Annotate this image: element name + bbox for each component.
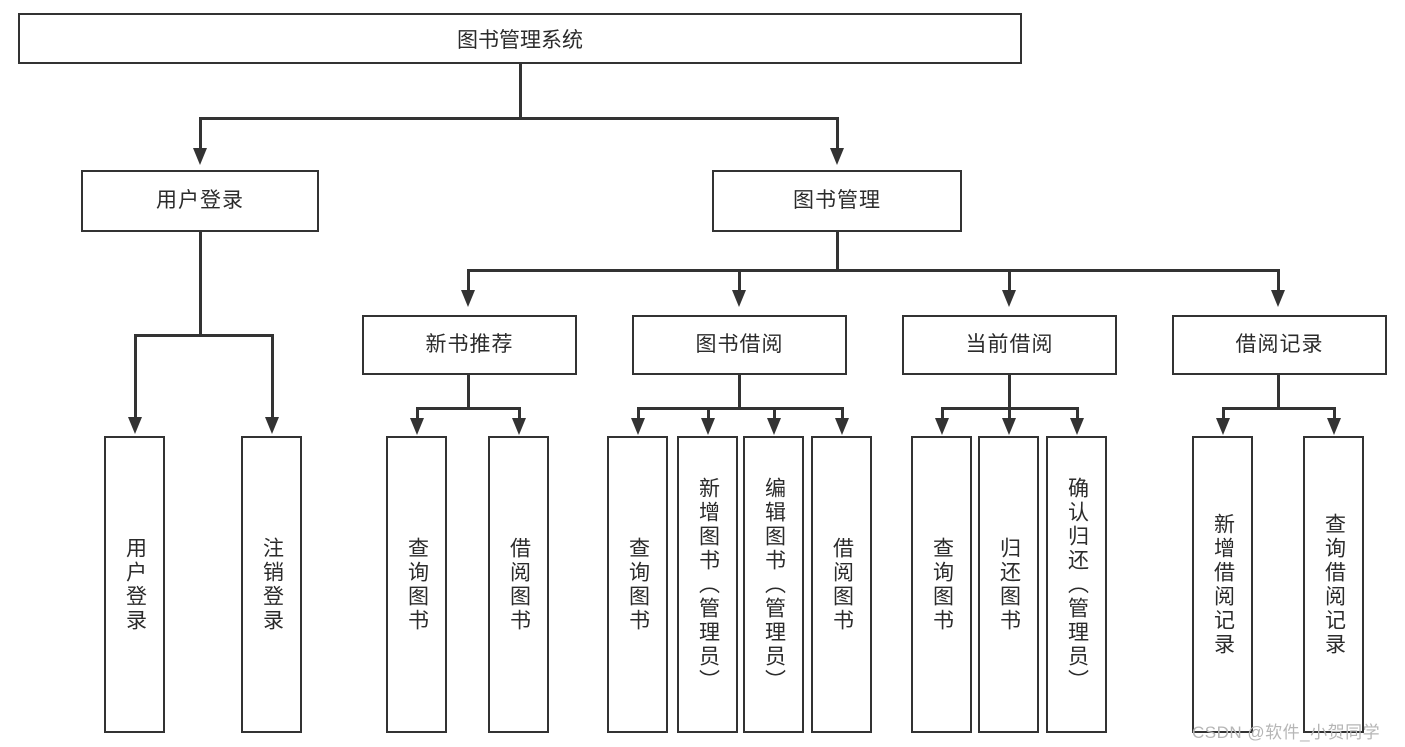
- connector-bm-to-new-book: [467, 269, 470, 291]
- node-label: 查询图书: [405, 536, 429, 633]
- node-book-borrow[interactable]: 图书借阅: [632, 315, 847, 375]
- node-label: 编辑图书（管理员）: [762, 476, 786, 693]
- node-label: 图书管理: [793, 189, 881, 213]
- connector-current-borrow-stem: [1008, 375, 1011, 409]
- connector-bm-to-current-borrow: [1008, 269, 1011, 291]
- connector-bb-to-leaf-2: [707, 407, 710, 419]
- connector-bb-to-leaf-4: [841, 407, 844, 419]
- arrow-cb-to-leaf-2: [1002, 418, 1016, 435]
- connector-book-borrow-bar: [637, 407, 843, 410]
- connector-cb-to-leaf-1: [941, 407, 944, 419]
- node-leaf-query-book-current[interactable]: 查询图书: [911, 436, 972, 733]
- arrow-bm-to-current-borrow: [1002, 290, 1016, 307]
- arrow-cb-to-leaf-1: [935, 418, 949, 435]
- connector-new-book-to-leaf-2: [518, 407, 521, 419]
- arrow-bb-to-leaf-1: [631, 418, 645, 435]
- node-label: 用户登录: [156, 189, 244, 213]
- node-leaf-edit-book[interactable]: 编辑图书（管理员）: [743, 436, 804, 733]
- node-leaf-user-login[interactable]: 用户登录: [104, 436, 165, 733]
- node-leaf-return-book[interactable]: 归还图书: [978, 436, 1039, 733]
- node-new-book-recommend[interactable]: 新书推荐: [362, 315, 577, 375]
- node-leaf-add-book[interactable]: 新增图书（管理员）: [677, 436, 738, 733]
- connector-book-borrow-stem: [738, 375, 741, 409]
- arrow-br-to-leaf-1: [1216, 418, 1230, 435]
- node-label: 注销登录: [260, 536, 284, 633]
- node-leaf-query-book-borrow[interactable]: 查询图书: [607, 436, 668, 733]
- node-borrow-record[interactable]: 借阅记录: [1172, 315, 1387, 375]
- connector-root-to-user-login: [199, 117, 202, 149]
- node-label: 图书借阅: [695, 333, 784, 357]
- connector-user-login-stem: [199, 232, 202, 336]
- watermark-credit: CSDN @软件_小贺同学: [1192, 723, 1381, 742]
- node-current-borrow[interactable]: 当前借阅: [902, 315, 1117, 375]
- arrow-new-book-to-leaf-2: [512, 418, 526, 435]
- connector-cb-to-leaf-3: [1076, 407, 1079, 419]
- node-label: 查询图书: [626, 536, 650, 633]
- connector-cb-to-leaf-2: [1008, 407, 1011, 419]
- node-label: 归还图书: [997, 536, 1021, 633]
- node-label: 新增借阅记录: [1211, 512, 1235, 657]
- node-leaf-add-borrow-record[interactable]: 新增借阅记录: [1192, 436, 1253, 733]
- arrow-bm-to-new-book: [461, 290, 475, 307]
- arrow-user-login-to-leaf-1: [128, 417, 142, 434]
- connector-user-login-to-leaf-2: [271, 334, 274, 418]
- node-label: 查询图书: [930, 536, 954, 633]
- node-label: 借阅记录: [1235, 333, 1324, 357]
- node-leaf-user-logout[interactable]: 注销登录: [241, 436, 302, 733]
- node-label: 借阅图书: [830, 536, 854, 633]
- arrow-bb-to-leaf-3: [767, 418, 781, 435]
- node-label: 新书推荐: [425, 333, 514, 357]
- connector-bm-to-borrow-record: [1277, 269, 1280, 291]
- node-label: 新增图书（管理员）: [696, 476, 720, 693]
- node-label: 查询借阅记录: [1322, 512, 1346, 657]
- node-label: 用户登录: [123, 536, 147, 633]
- node-leaf-query-book-recommend[interactable]: 查询图书: [386, 436, 447, 733]
- arrow-root-to-book-management: [830, 148, 844, 165]
- node-label: 图书管理系统: [457, 28, 583, 52]
- node-book-management[interactable]: 图书管理: [712, 170, 962, 232]
- connector-book-management-stem: [836, 232, 839, 271]
- node-leaf-query-borrow-record[interactable]: 查询借阅记录: [1303, 436, 1364, 733]
- connector-new-book-bar: [416, 407, 520, 410]
- connector-user-login-bar: [134, 334, 273, 337]
- node-leaf-confirm-return[interactable]: 确认归还（管理员）: [1046, 436, 1107, 733]
- connector-bb-to-leaf-1: [637, 407, 640, 419]
- node-label: 当前借阅: [965, 333, 1054, 357]
- node-leaf-borrow-book-recommend[interactable]: 借阅图书: [488, 436, 549, 733]
- node-label: 借阅图书: [507, 536, 531, 633]
- arrow-bm-to-book-borrow: [732, 290, 746, 307]
- connector-root-stem: [519, 64, 522, 118]
- arrow-new-book-to-leaf-1: [410, 418, 424, 435]
- connector-new-book-to-leaf-1: [416, 407, 419, 419]
- arrow-user-login-to-leaf-2: [265, 417, 279, 434]
- connector-new-book-stem: [467, 375, 470, 409]
- node-root-book-management-system[interactable]: 图书管理系统: [18, 13, 1022, 64]
- arrow-bm-to-borrow-record: [1271, 290, 1285, 307]
- arrow-bb-to-leaf-2: [701, 418, 715, 435]
- connector-bb-to-leaf-3: [773, 407, 776, 419]
- node-user-login[interactable]: 用户登录: [81, 170, 319, 232]
- connector-root-to-book-management: [836, 117, 839, 149]
- connector-borrow-record-bar: [1222, 407, 1335, 410]
- connector-book-management-bar: [467, 269, 1279, 272]
- arrow-br-to-leaf-2: [1327, 418, 1341, 435]
- connector-br-to-leaf-1: [1222, 407, 1225, 419]
- connector-user-login-to-leaf-1: [134, 334, 137, 418]
- connector-br-to-leaf-2: [1333, 407, 1336, 419]
- node-leaf-borrow-book[interactable]: 借阅图书: [811, 436, 872, 733]
- connector-borrow-record-stem: [1277, 375, 1280, 409]
- arrow-bb-to-leaf-4: [835, 418, 849, 435]
- connector-bm-to-book-borrow: [738, 269, 741, 291]
- arrow-root-to-user-login: [193, 148, 207, 165]
- arrow-cb-to-leaf-3: [1070, 418, 1084, 435]
- node-label: 确认归还（管理员）: [1065, 476, 1089, 693]
- connector-root-bar: [199, 117, 838, 120]
